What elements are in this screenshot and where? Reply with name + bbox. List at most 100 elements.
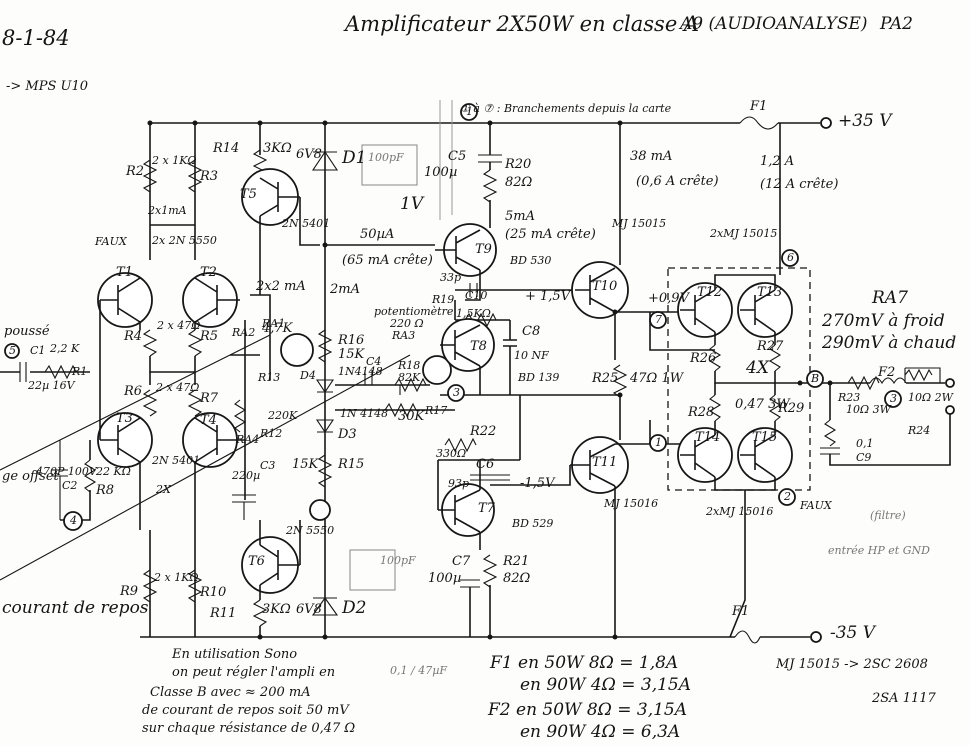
marker-6: 6 — [787, 251, 794, 264]
T3-label: T3 — [116, 411, 133, 426]
R14-value: 3KΩ — [263, 141, 292, 156]
neg-supply-label: -35 V — [830, 623, 876, 643]
R22-value: 330Ω — [436, 447, 467, 460]
two-by-2mA-label: 2x2 mA — [256, 279, 306, 294]
C7-value: 100µ — [428, 571, 462, 586]
T8-label: T8 — [470, 339, 487, 354]
bias-peak-label: (0,6 A crête) — [636, 174, 719, 189]
D4-label: D4 — [300, 369, 316, 382]
fuse-note-f1-90: en 90W 4Ω = 3,15A — [520, 675, 692, 695]
T5-label: T5 — [240, 187, 257, 202]
R8-value: 22 KΩ — [96, 465, 131, 478]
marker-1b: 1 — [655, 436, 662, 449]
R6-label: R6 — [124, 384, 143, 399]
R15-value: 15K — [292, 457, 319, 472]
cap-pencil-value: 0,1 / 47µF — [390, 664, 447, 677]
R4R5-value: 2 x 47Ω — [157, 319, 201, 332]
R24-value: 10Ω 2W — [908, 391, 953, 404]
R15-label: R15 — [338, 457, 365, 472]
R4-label: R4 — [124, 329, 143, 344]
note-left: -> MPS U10 — [6, 79, 89, 94]
T9-peak: (25 mA crête) — [505, 227, 596, 242]
R18-label: R18 — [398, 359, 421, 372]
v09-label: +0,9V — [648, 291, 689, 306]
page-subtitle: A9 (AUDIOANALYSE) — [680, 14, 868, 34]
R18-value: 82K — [398, 371, 421, 384]
C5-value: 100µ — [424, 165, 458, 180]
v15p-label: + 1,5V — [525, 289, 571, 304]
RA3-label: RA3 — [392, 329, 416, 342]
R22-label: R22 — [470, 424, 497, 439]
C6-label: C6 — [476, 457, 495, 472]
R28-label: R28 — [688, 405, 715, 420]
R17-value: 30K — [398, 409, 425, 424]
R14-label: R14 — [213, 141, 240, 156]
marker-5: 5 — [9, 344, 16, 357]
C4-label: C4 — [366, 355, 382, 368]
equivalence-note-2: 2SA 1117 — [872, 691, 936, 706]
R27-label: R27 — [757, 339, 784, 354]
2mA-label: 2mA — [330, 282, 360, 297]
fuse-bottom-label: F1 — [732, 604, 750, 619]
C8-label: C8 — [522, 324, 541, 339]
sono-note-5: sur chaque résistance de 0,47 Ω — [142, 721, 356, 736]
R9R10-value: 2 x 1KΩ — [154, 571, 199, 584]
marker-B: B — [811, 372, 820, 385]
C9-label: C9 — [856, 451, 872, 464]
T12-label: T12 — [697, 285, 723, 300]
T6-type: 2N 5550 — [286, 524, 335, 537]
offset-label: ge offset — [2, 469, 59, 484]
page-code: PA2 — [880, 14, 913, 34]
50uA-peak: (65 mA crête) — [342, 253, 433, 268]
R20-label: R20 — [505, 157, 532, 172]
fuse-note-f2-50: F2 en 50W 8Ω = 3,15A — [488, 700, 688, 720]
fuse-top-label: F1 — [750, 99, 768, 114]
sono-note-2: on peut régler l'ampli en — [172, 665, 336, 680]
C7-label: C7 — [452, 554, 471, 569]
R26-label: R26 — [690, 351, 717, 366]
quiescent-label: courant de repos — [2, 598, 149, 618]
marker-3b: 3 — [453, 386, 460, 399]
C1-value: 22µ 16V — [28, 379, 75, 392]
C10-label: C10 — [465, 289, 488, 302]
50uA-label: 50µA — [360, 227, 395, 242]
C3-value: 220µ — [232, 469, 261, 482]
T1T2-type: 2x 2N 5550 — [152, 234, 217, 247]
R2R3-value: 2 x 1KΩ — [152, 154, 197, 167]
rail-note: ① à ⑦ : Branchements depuis la carte — [460, 102, 672, 115]
T6-label: T6 — [248, 554, 265, 569]
R3-label: R3 — [200, 169, 219, 184]
marker-1: 1 — [466, 105, 473, 118]
R13-value: 220K — [268, 409, 298, 422]
R24-label: R24 — [908, 424, 931, 437]
RA1-label: RA1 — [262, 317, 286, 330]
RA7-cold: 270mV à froid — [822, 311, 945, 331]
RA7-label: RA7 — [872, 288, 908, 308]
R8-label: R8 — [96, 483, 115, 498]
T1-label: T1 — [116, 265, 133, 280]
D4-type: 1N4148 — [338, 365, 383, 378]
R23-label: R23 — [838, 391, 861, 404]
T3T4-type: 2N 5401 — [152, 454, 201, 467]
R20-value: 82Ω — [505, 175, 533, 190]
bias-current-label: 38 mA — [630, 149, 673, 164]
pos-current-label: 1,2 A — [760, 154, 795, 169]
D1-label: D1 — [342, 148, 367, 168]
marker-3: 3 — [890, 392, 897, 405]
D3-label: D3 — [338, 427, 357, 442]
R21-label: R21 — [503, 554, 530, 569]
R5-label: R5 — [200, 329, 219, 344]
sono-note-1: En utilisation Sono — [172, 647, 298, 662]
C6-value: 93p — [448, 477, 470, 490]
marker-2: 2 — [784, 490, 791, 503]
fuse-note-f2-90: en 90W 4Ω = 6,3A — [520, 722, 681, 742]
equivalence-note: MJ 15015 -> 2SC 2608 — [776, 657, 928, 672]
MJ-top-type: MJ 15015 — [612, 217, 667, 230]
D1-zener: 6V8 — [296, 147, 322, 162]
filter-note: (filtre) — [870, 509, 906, 522]
C10-value: 33p — [440, 271, 462, 284]
T7-label: T7 — [478, 501, 495, 516]
R1-value: 2,2 K — [50, 342, 80, 355]
D2-label: D2 — [342, 598, 367, 618]
